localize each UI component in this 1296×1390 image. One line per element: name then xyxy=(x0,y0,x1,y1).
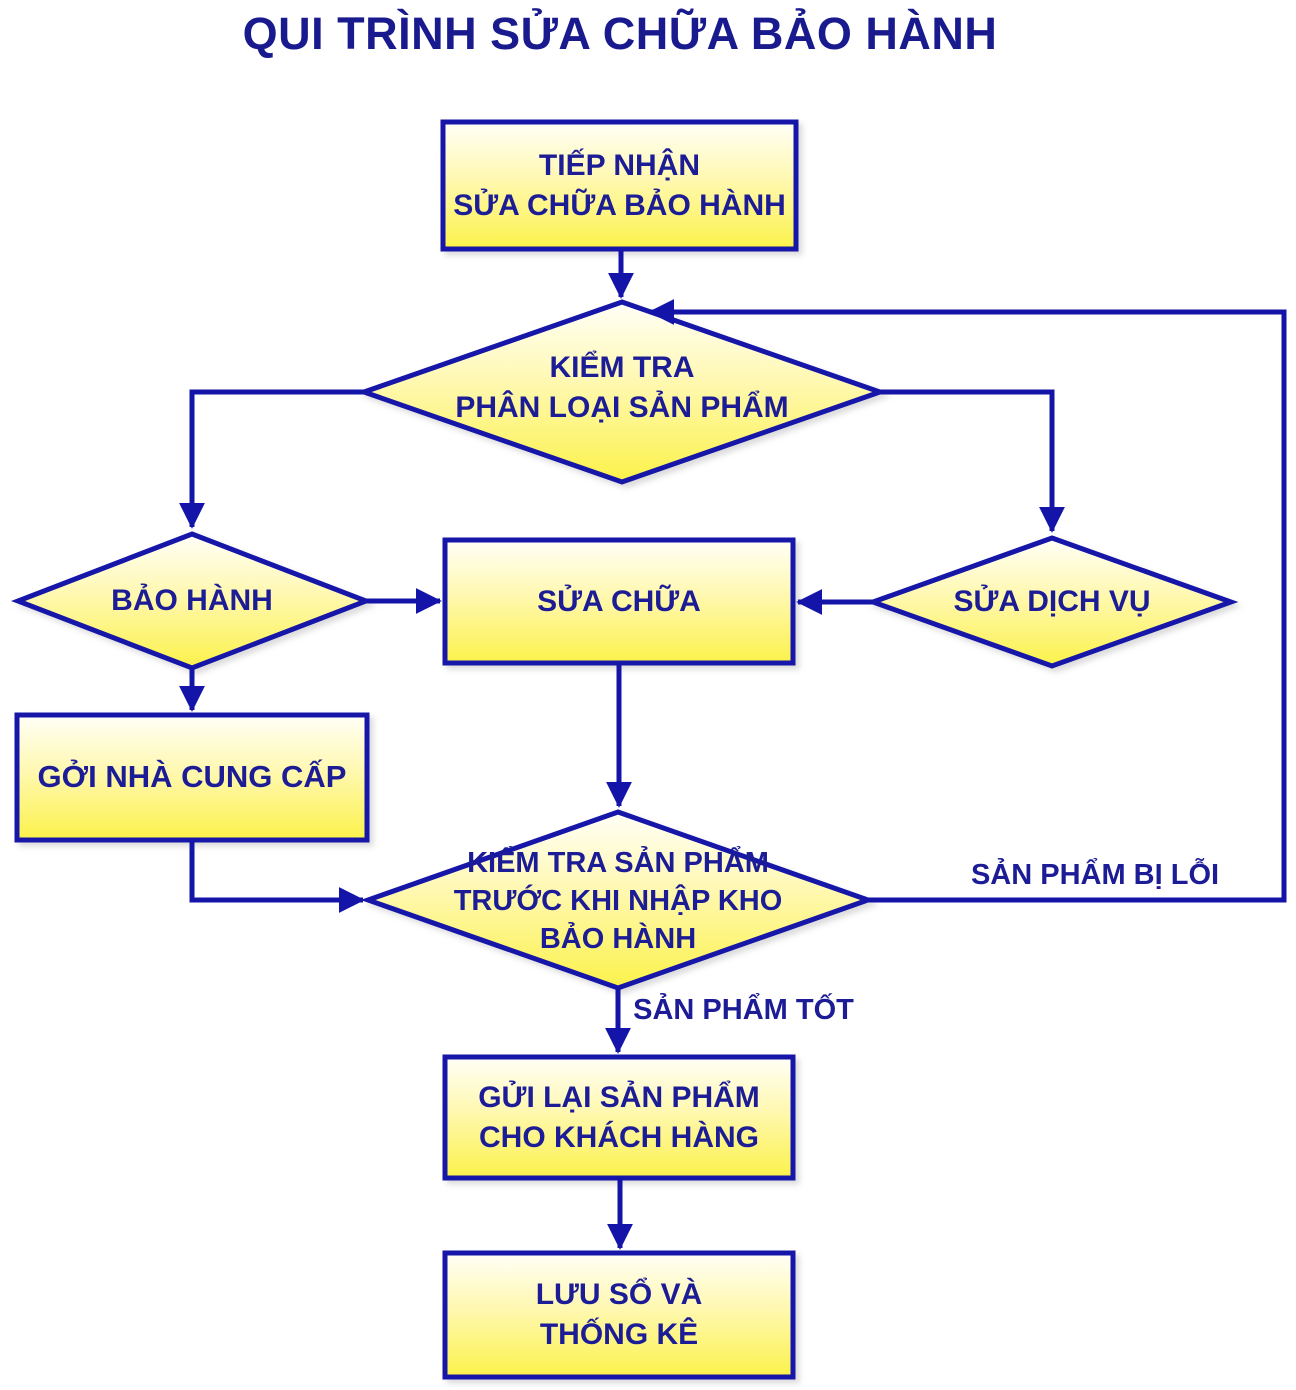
node-check-label: KIỂM TRA SẢN PHẨM TRƯỚC KHI NHẬP KHO BẢO… xyxy=(418,840,818,962)
node-label-line: LƯU SỔ VÀ xyxy=(535,1278,703,1312)
edge-label-good: SẢN PHẨM TỐT xyxy=(633,993,854,1026)
arrow-defective-loop-to-classify xyxy=(648,299,1287,903)
node-record-label: LƯU SỔ VÀ THỐNG KÊ xyxy=(445,1253,793,1377)
node-label-line: SỬA CHỮA xyxy=(537,584,701,618)
node-warranty-label: BẢO HÀNH xyxy=(40,560,344,642)
arrow-classify-to-warranty xyxy=(179,389,364,529)
node-label-line: KIỂM TRA xyxy=(549,351,695,385)
node-label-line: PHÂN LOẠI SẢN PHẨM xyxy=(455,391,789,424)
node-repair-label: SỬA CHỮA xyxy=(445,540,793,663)
edge-label-defective: SẢN PHẨM BỊ LỖI xyxy=(970,858,1220,891)
node-label-line: BẢO HÀNH xyxy=(539,923,697,956)
node-label-line: THỐNG KÊ xyxy=(539,1318,699,1351)
node-label-line: SỬA CHỮA BẢO HÀNH xyxy=(453,188,786,222)
node-supplier-label: GỞI NHÀ CUNG CẤP xyxy=(17,715,367,840)
node-label-line: TIẾP NHẬN xyxy=(538,148,701,182)
receive-box-shape xyxy=(440,119,799,252)
node-label-line: SỬA DỊCH VỤ xyxy=(953,585,1151,619)
node-service-label: SỬA DỊCH VỤ xyxy=(885,560,1219,644)
service-diamond-shape xyxy=(865,535,1239,669)
record-box-shape xyxy=(442,1250,796,1380)
node-classify-label: KIỂM TRA PHÂN LOẠI SẢN PHẨM xyxy=(392,330,852,446)
node-label-line: CHO KHÁCH HÀNG xyxy=(479,1120,759,1154)
node-receive-label: TIẾP NHẬN SỬA CHỮA BẢO HÀNH xyxy=(443,122,796,249)
classify-diamond-shape xyxy=(356,299,888,485)
supplier-box-shape xyxy=(14,712,370,843)
arrow-classify-to-service xyxy=(880,389,1065,533)
node-label-line: BẢO HÀNH xyxy=(111,584,273,618)
return-box-shape xyxy=(442,1054,796,1181)
arrow-supplier-to-check xyxy=(189,840,365,913)
node-label-line: KIỂM TRA SẢN PHẨM xyxy=(467,846,769,879)
node-label-line: TRƯỚC KHI NHẬP KHO xyxy=(453,884,783,917)
node-label-line: GỬI LẠI SẢN PHẨM xyxy=(478,1080,760,1114)
page-title: QUI TRÌNH SỬA CHỮA BẢO HÀNH xyxy=(242,8,998,59)
node-return-label: GỬI LẠI SẢN PHẨM CHO KHÁCH HÀNG xyxy=(445,1057,793,1178)
node-label-line: GỞI NHÀ CUNG CẤP xyxy=(37,759,347,795)
